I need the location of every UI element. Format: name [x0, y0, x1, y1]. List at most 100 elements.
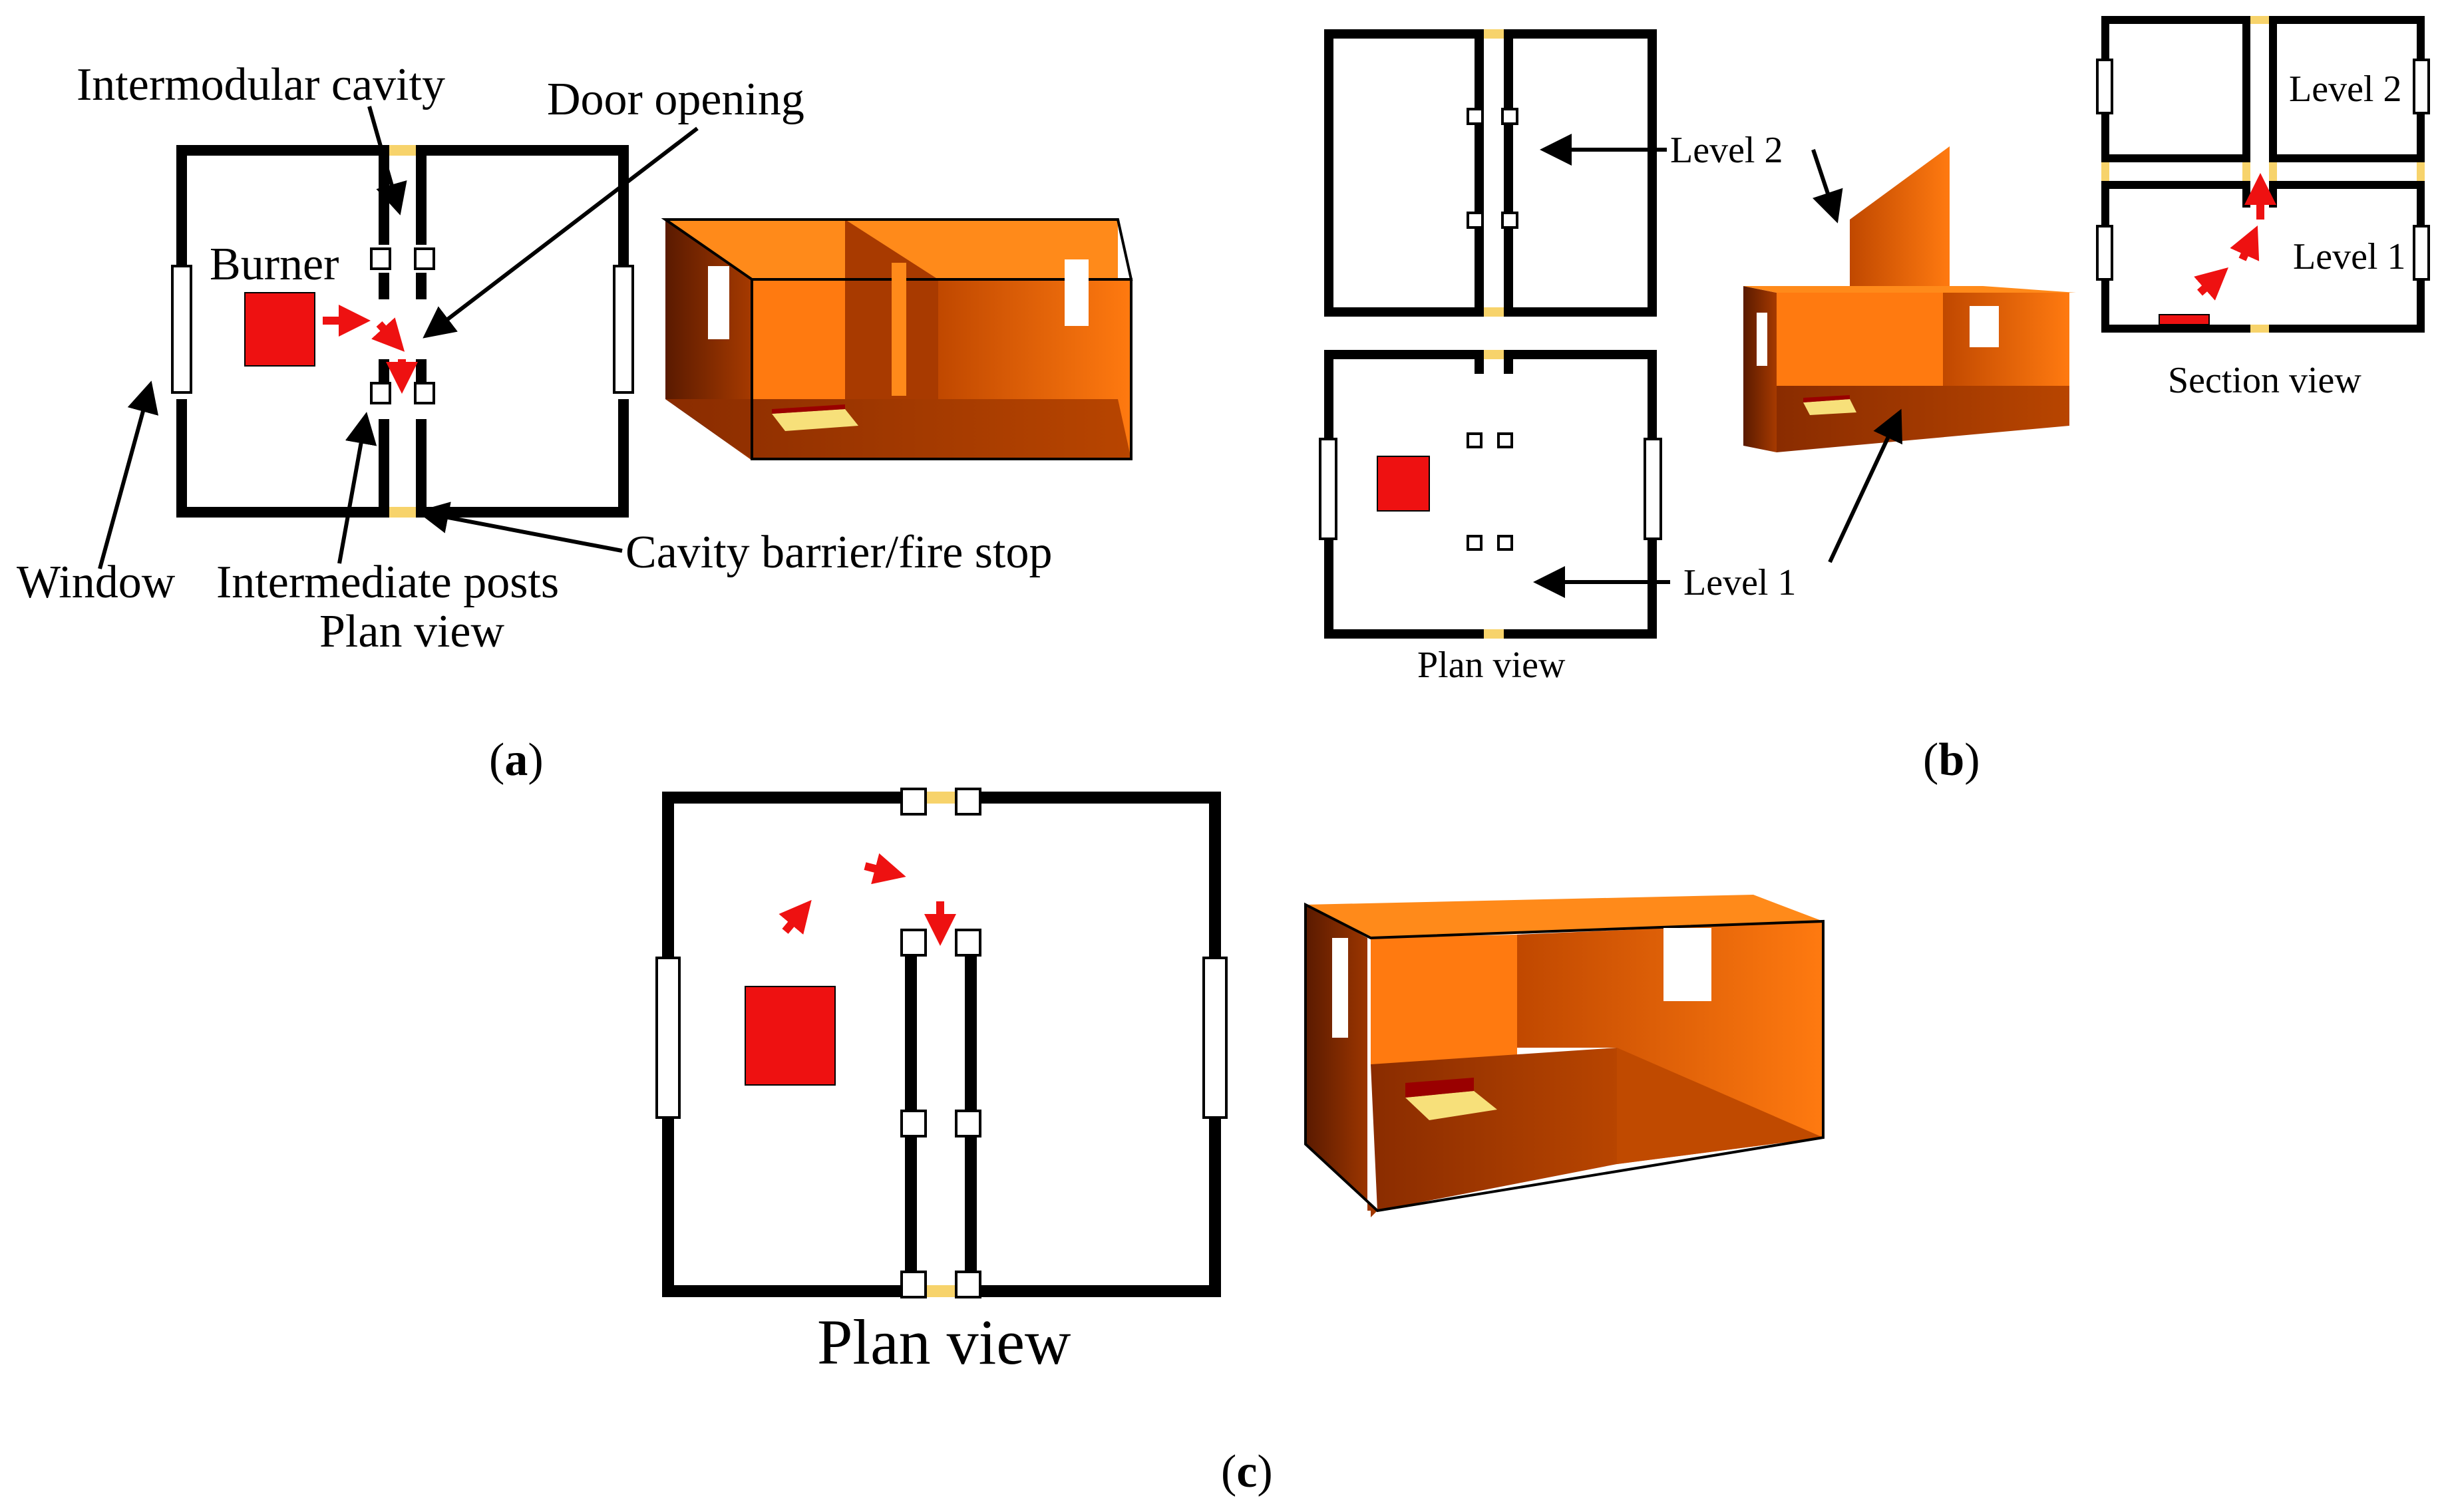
cavity-barrier [2101, 162, 2109, 181]
model-burner [1803, 395, 1850, 402]
model-burner [1803, 399, 1856, 415]
model-window [708, 266, 729, 339]
wall [1504, 29, 1657, 39]
intermediate-post [1467, 432, 1483, 448]
model-window [1332, 938, 1348, 1038]
cavity-barrier [389, 507, 416, 518]
wall [2269, 16, 2277, 162]
wall [618, 399, 629, 518]
caption-b: (b) [1923, 734, 1980, 786]
model-burner [1405, 1091, 1497, 1120]
wall [176, 399, 187, 518]
caption-letter: a [504, 734, 528, 786]
window-rect [2413, 225, 2430, 281]
label-window: Window [17, 557, 176, 608]
label-section-level2: Level 2 [2289, 69, 2401, 110]
cavity-barrier [2242, 162, 2250, 181]
caption-a: (a) [489, 734, 544, 786]
cavity-barrier [917, 1285, 965, 1297]
wall [2269, 325, 2425, 333]
wall [2269, 181, 2425, 189]
label-cavity-barrier: Cavity barrier/fire stop [625, 527, 1052, 578]
burner-square [244, 292, 315, 367]
wall [379, 273, 389, 299]
wall [1504, 307, 1657, 317]
panel-b: Level 2 Level 1 Plan view Level 2 Level … [1319, 16, 2430, 786]
burner-square [1377, 456, 1430, 512]
intermediate-post [955, 1110, 981, 1137]
wall [1324, 29, 1333, 317]
label-level1-plan: Level 1 [1683, 562, 1796, 603]
model-burner [1405, 1078, 1474, 1098]
wall [2269, 154, 2425, 162]
wall [176, 507, 389, 518]
wall [1504, 29, 1513, 317]
wall [662, 1285, 905, 1297]
cavity-barrier [1484, 307, 1504, 317]
model-wall [1371, 935, 1517, 1064]
intermediate-post [370, 382, 391, 404]
model-window [1663, 928, 1711, 1001]
panel-c: Plan view (c) [655, 788, 1825, 1497]
wall [1324, 350, 1484, 359]
wall [416, 145, 629, 156]
wall [662, 792, 905, 804]
wall [1475, 29, 1484, 317]
wall [2269, 16, 2425, 24]
panel-a: Intermodular cavity Door opening Burner … [17, 59, 1133, 786]
label-plan-view: Plan view [319, 606, 504, 657]
model-wall [1743, 286, 2076, 293]
model-window [1757, 313, 1767, 366]
caption-paren: ) [1964, 734, 1980, 786]
intermediate-post [1501, 108, 1518, 125]
label-intermediate-posts: Intermediate posts [216, 557, 559, 608]
cavity-barrier [2417, 162, 2425, 181]
red-flow-arrow [2194, 267, 2228, 301]
model-floor [665, 399, 1131, 459]
caption-paren: ( [489, 734, 504, 786]
label-burner: Burner [210, 239, 339, 290]
wall [176, 145, 389, 156]
model-3d-a [661, 218, 1133, 460]
wall [2101, 16, 2250, 24]
window-rect [1644, 438, 1662, 540]
burner-square [2159, 314, 2210, 325]
caption-paren: ) [1257, 1446, 1272, 1497]
black-leader-arrow [1811, 149, 1843, 224]
model-3d-b [1743, 146, 2076, 452]
black-leader-arrow [417, 502, 623, 553]
wall [1504, 350, 1513, 374]
cavity-barrier [2269, 162, 2277, 181]
black-leader-arrow [1828, 408, 1902, 563]
caption-paren: ( [1923, 734, 1938, 786]
wall [1504, 350, 1657, 359]
window-rect [2413, 59, 2430, 114]
plan-level1 [1319, 350, 1662, 639]
red-flow-arrow [2230, 226, 2260, 261]
wall [958, 792, 1221, 804]
model-edge [661, 218, 1133, 281]
wall [2242, 181, 2250, 208]
model-wall [1306, 905, 1377, 1217]
burner-square [745, 986, 836, 1086]
label-level2-plan: Level 2 [1670, 130, 1783, 171]
intermediate-post [955, 1271, 981, 1298]
wall [416, 145, 427, 245]
wall [416, 507, 629, 518]
black-leader-arrow [337, 412, 377, 564]
model-wall [1743, 286, 1777, 452]
window-rect [1202, 957, 1228, 1119]
intermediate-post [1467, 108, 1484, 125]
label-door-opening: Door opening [547, 74, 804, 125]
cavity-barrier [1484, 350, 1504, 359]
wall [1504, 629, 1657, 639]
intermediate-post [1467, 535, 1483, 551]
intermediate-post [1497, 535, 1513, 551]
window-rect [2096, 59, 2113, 114]
red-flow-arrow [371, 317, 405, 352]
wall [416, 419, 427, 518]
plan-c [655, 788, 1228, 1298]
wall [618, 145, 629, 265]
black-leader-arrow [423, 126, 699, 339]
wall [1324, 629, 1484, 639]
